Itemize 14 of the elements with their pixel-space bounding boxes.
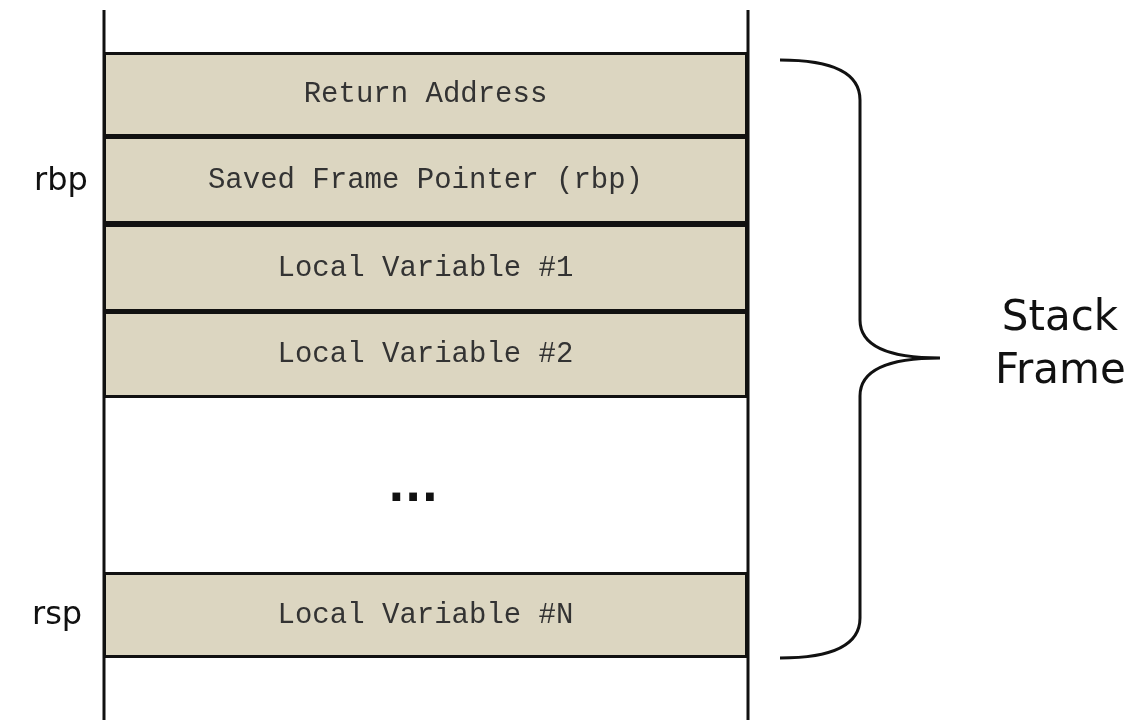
stack-slot — [103, 136, 748, 224]
slot-label: Saved Frame Pointer (rbp) — [207, 163, 644, 197]
stack-slot — [103, 52, 748, 137]
register-label: rsp — [32, 594, 83, 632]
stack-slot — [103, 572, 748, 658]
slot-label: Local Variable #1 — [277, 251, 574, 285]
slot-label: Return Address — [303, 78, 548, 111]
brace-label: Stack Frame — [995, 290, 1125, 395]
stack-slot — [103, 311, 748, 398]
register-label: rbp — [34, 160, 88, 198]
slot-label: Local Variable #2 — [277, 338, 574, 371]
slot-label: Local Variable #N — [277, 598, 574, 632]
ellipsis: ... — [388, 460, 439, 511]
stack-slot — [103, 224, 748, 312]
